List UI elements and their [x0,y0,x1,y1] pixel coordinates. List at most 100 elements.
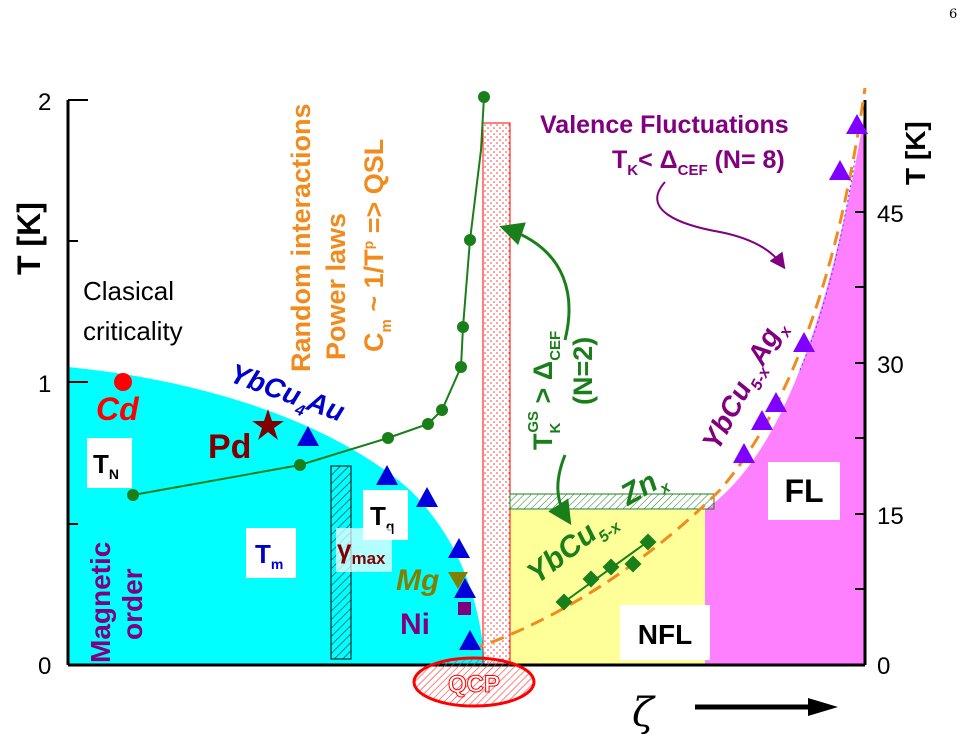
purple-triangle [846,114,868,134]
right-tick-15: 15 [877,503,904,530]
blue-triangle [416,487,438,507]
pd-marker [252,409,284,440]
tk-sub: K [547,423,564,434]
svg-text:Cm ~ 1/Tp => QSL: Cm ~ 1/Tp => QSL [359,139,395,352]
yb4au-b: Au [302,385,349,427]
mg-label: Mg [396,564,439,597]
crossover-curve [469,87,867,652]
purple-triangles [733,114,868,463]
tq-sub: q [386,518,395,534]
green-diamond [555,593,573,611]
zn-diamonds [555,533,657,611]
right-tick-45: 45 [877,201,904,228]
mg-marker [448,572,468,589]
tk-arrow-up [499,222,571,341]
zeta-arrowhead [808,698,838,716]
green-line [132,96,485,496]
right-tick-0: 0 [877,653,890,680]
right-axis-label: T [K] [900,121,931,185]
cm-sub: m [378,319,395,332]
classical-2: criticality [83,316,183,346]
valence-t: T [612,146,627,174]
zn-bar [509,493,715,510]
tk-arrow-down [548,454,572,526]
blue-triangle [376,465,398,485]
green-dot [455,361,467,373]
nfl-label: NFL [638,619,692,650]
green-dot [127,489,139,501]
qcp-label: QCP [448,671,500,698]
classical-1: Clasical [83,276,174,306]
green-dots [127,91,490,501]
cm-label: C [359,333,389,353]
ni-marker [458,602,471,615]
pd-label: Pd [208,428,251,466]
svg-text:TKGS > ΔCEF: TKGS > ΔCEF [525,331,564,450]
tn-sub: N [109,466,119,482]
valence-n: (N= 8) [708,146,785,174]
qcp-ellipse [412,656,536,708]
valence-title: Valence Fluctuations [540,111,789,139]
blue-triangle [454,578,476,598]
purple-triangle [751,410,773,430]
green-dot [294,459,306,471]
ybag-a: YbCu [696,376,758,455]
green-diamond [624,555,642,573]
tq-label: T [370,501,386,531]
gamma-label: γ [337,534,352,564]
blue-triangle [448,538,470,558]
magnetic-order-2: order [117,568,148,640]
svg-text:Tq: Tq [370,501,394,534]
green-dot [382,432,394,444]
tm-sub: m [271,556,283,572]
right-tick-30: 30 [877,352,904,379]
green-dot [422,418,434,430]
valence-mid: < Δ [638,146,678,174]
green-diamond [639,533,657,551]
blue-triangle [459,630,481,650]
gamma-sub: max [351,549,386,568]
tk-rest: > Δ [528,361,558,411]
valence-arrow [656,181,786,270]
cd-label: Cd [96,391,140,427]
ni-label: Ni [400,608,430,641]
tk-sup: GS [525,411,542,433]
zeta-symbol: ζ [632,690,656,734]
cm-rest: ~ 1/T [359,249,389,319]
cm-end: => QSL [359,139,389,241]
left-axis-label: T [K] [11,202,47,275]
svg-text:TN: TN [93,449,119,482]
tk-n: (N=2) [568,337,598,405]
svg-text:γmax: γmax [337,534,386,568]
svg-text:TK< ΔCEF (N= 8): TK< ΔCEF (N= 8) [612,146,785,179]
random-label: Random interactions [286,103,316,372]
left-tick-1: 1 [38,371,51,398]
power-label: Power laws [321,213,351,360]
purple-triangle [829,160,851,180]
svg-text:Tm: Tm [255,539,283,572]
purple-triangle [793,332,815,352]
magnetic-order-1: Magnetic [85,542,116,663]
green-dot [436,404,448,416]
qsl-bar [482,122,511,666]
cd-marker [114,373,132,391]
tk-cef: CEF [547,331,564,361]
page-number: 6 [949,7,957,22]
magnetic-region [68,367,485,665]
tn-label: T [93,449,109,479]
green-dot [457,321,469,333]
green-dot [478,91,490,103]
fl-label: FL [784,473,823,509]
purple-triangle [765,392,787,412]
green-dot [464,234,476,246]
valence-cef: CEF [678,162,708,179]
tm-label: T [255,539,271,569]
green-diamond [582,570,600,588]
purple-triangle [733,443,755,463]
fl-region [705,110,865,665]
green-diamond [602,558,620,576]
left-tick-2: 2 [38,89,51,116]
left-tick-0: 0 [38,653,51,680]
cm-sup: p [360,241,376,250]
